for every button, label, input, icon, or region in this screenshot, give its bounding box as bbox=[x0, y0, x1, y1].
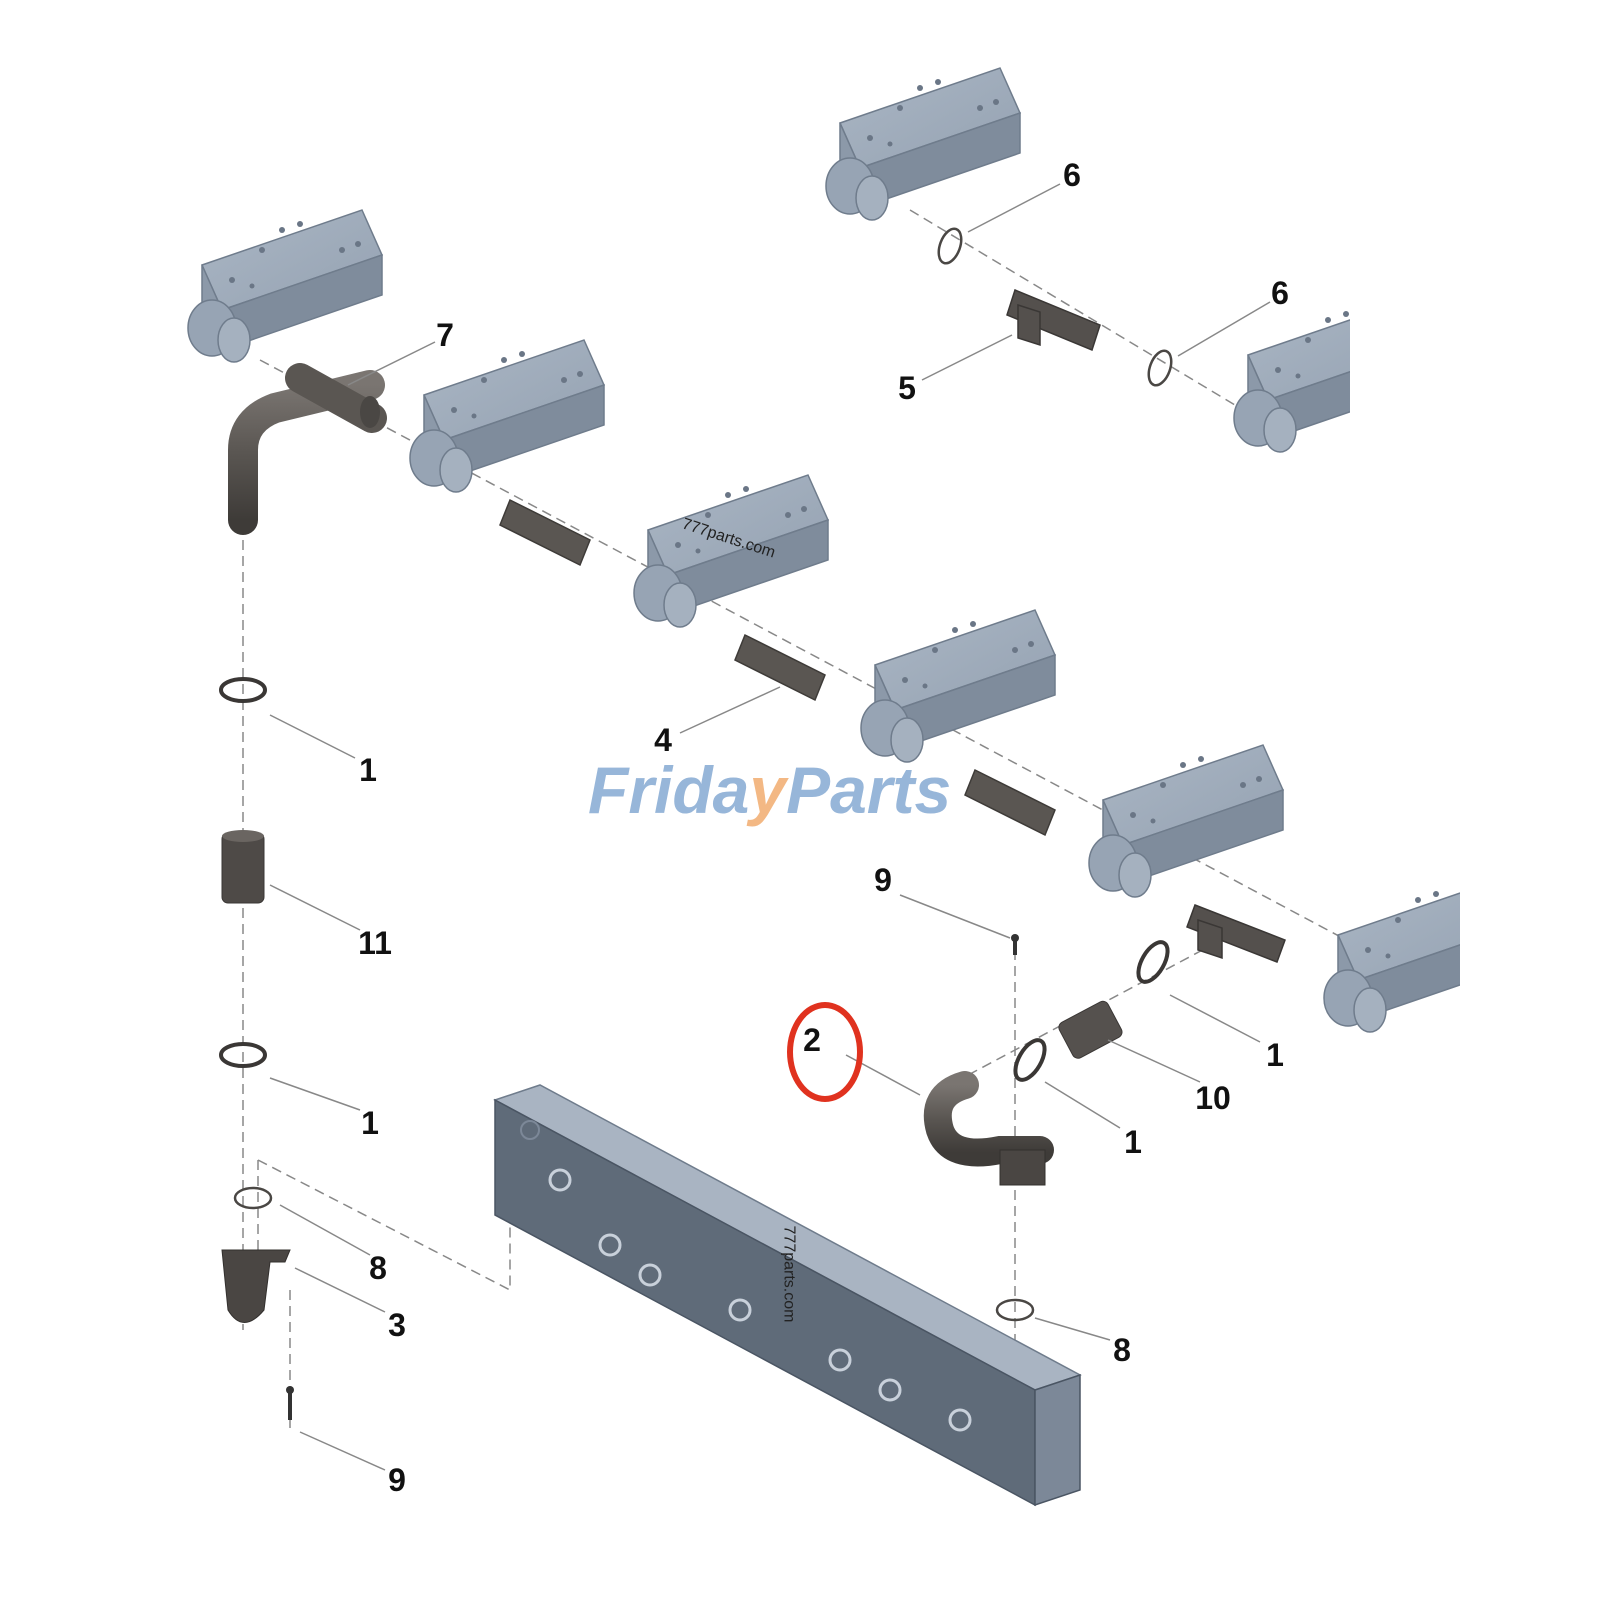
watermark-tick: y bbox=[749, 753, 787, 827]
callout-10: 10 bbox=[1195, 1080, 1231, 1116]
callout-4: 4 bbox=[654, 722, 672, 758]
faint-watermark: 777parts.com bbox=[780, 1225, 798, 1323]
valve-module bbox=[633, 474, 829, 628]
callout-1: 1 bbox=[359, 752, 377, 788]
callout-11: 11 bbox=[358, 925, 392, 961]
valve-module-partial bbox=[1323, 879, 1460, 1033]
callout-3: 3 bbox=[388, 1307, 406, 1343]
valve-module bbox=[187, 209, 383, 363]
watermark-text-2: Parts bbox=[786, 753, 952, 827]
callout-9: 9 bbox=[874, 862, 892, 898]
callout-9: 9 bbox=[388, 1462, 406, 1498]
callout-8: 8 bbox=[1113, 1332, 1131, 1368]
callout-1: 1 bbox=[1266, 1037, 1284, 1073]
callout-6: 6 bbox=[1271, 275, 1289, 311]
callout-5: 5 bbox=[898, 370, 916, 406]
valve-module-partial bbox=[1233, 299, 1350, 453]
valve-module bbox=[825, 67, 1021, 221]
valve-module bbox=[409, 339, 605, 493]
callout-8: 8 bbox=[369, 1250, 387, 1286]
watermark-text-1: Frida bbox=[588, 753, 750, 827]
callout-1: 1 bbox=[1124, 1124, 1142, 1160]
callout-6: 6 bbox=[1063, 157, 1081, 193]
valve-module bbox=[1088, 744, 1284, 898]
valve-module bbox=[860, 609, 1056, 763]
fridayparts-watermark: FridayParts bbox=[588, 752, 951, 828]
callout-1: 1 bbox=[361, 1105, 379, 1141]
callout-2-highlighted: 2 bbox=[803, 1022, 821, 1058]
callout-7: 7 bbox=[436, 317, 454, 353]
highlight-circle bbox=[787, 1002, 863, 1102]
